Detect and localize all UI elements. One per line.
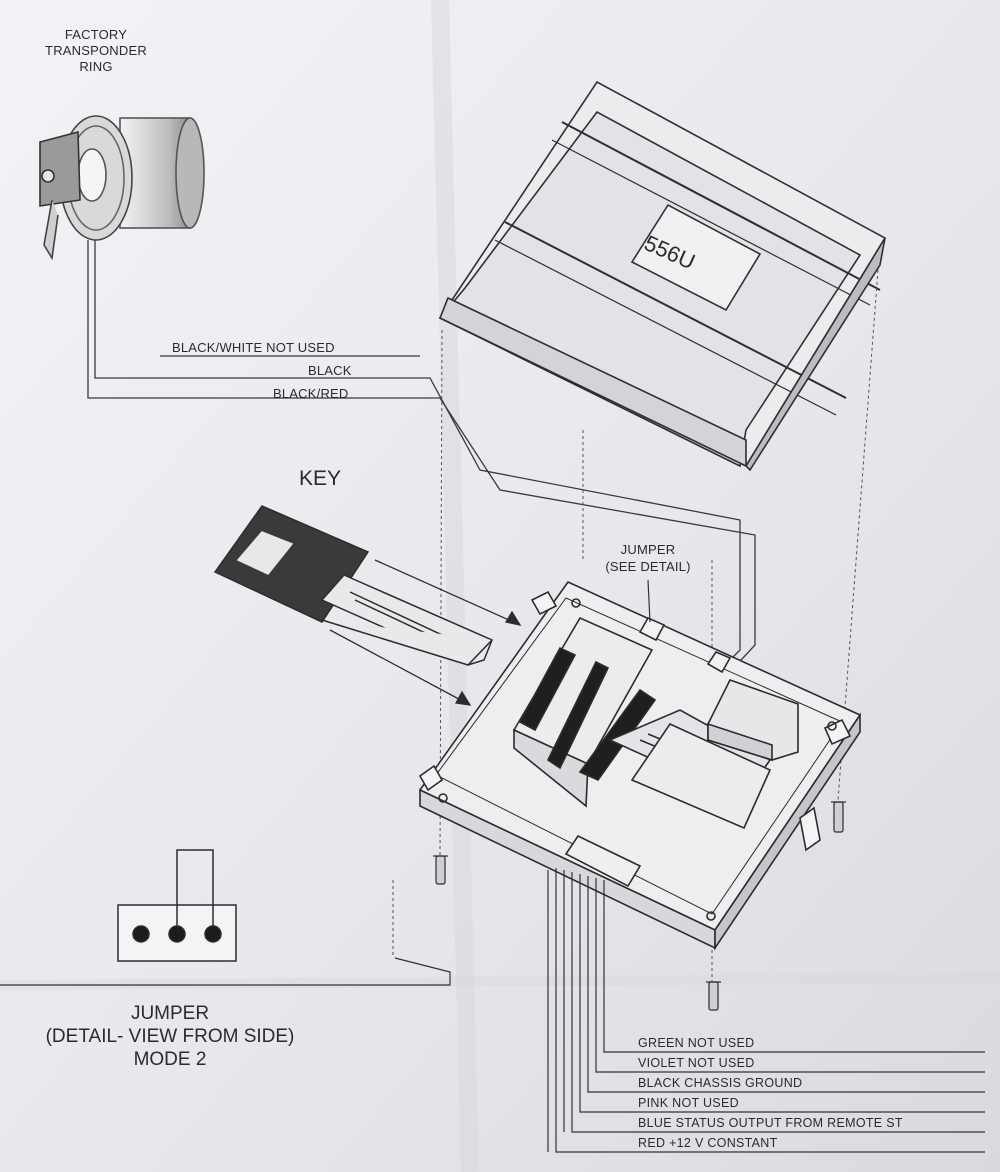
jumper-detail-illustration	[117, 849, 237, 962]
harness-label-pink: PINK NOT USED	[638, 1096, 739, 1110]
ring-wire-label-black-red: BLACK/RED	[273, 386, 349, 401]
mounting-screws	[433, 801, 846, 1011]
harness-label-violet: VIOLET NOT USED	[638, 1056, 755, 1070]
jumper-detail-caption: JUMPER (DETAIL- VIEW FROM SIDE) MODE 2	[0, 1004, 340, 1069]
harness-label-green: GREEN NOT USED	[638, 1036, 755, 1050]
transponder-label-line1: FACTORY	[64, 27, 128, 42]
paper-fold	[431, 0, 479, 1172]
jumper-leader-line	[647, 579, 651, 623]
key-illustration	[213, 505, 493, 666]
jumper-detail-line2: (DETAIL- VIEW FROM SIDE)	[45, 1026, 295, 1047]
harness-label-black: BLACK CHASSIS GROUND	[638, 1076, 803, 1090]
module-board	[418, 580, 862, 951]
jumper-detail-line1: JUMPER	[130, 1003, 210, 1024]
ring-wire-lines	[87, 240, 756, 673]
transponder-label-line2: TRANSPONDER	[45, 43, 147, 58]
insert-arrows	[329, 559, 522, 706]
harness-wire-lines	[547, 868, 985, 1153]
transponder-ring-illustration	[39, 115, 205, 261]
key-label: KEY	[299, 467, 342, 490]
jumper-detail-line3: MODE 2	[133, 1049, 207, 1070]
transponder-label: FACTORY TRANSPONDER RING	[36, 28, 156, 73]
ring-wire-label-black: BLACK	[308, 363, 352, 378]
jumper-callout-line2: (SEE DETAIL)	[605, 559, 691, 574]
jumper-callout: JUMPER (SEE DETAIL)	[593, 543, 703, 573]
paper-fold-horizontal	[0, 973, 1000, 990]
harness-label-blue: BLUE STATUS OUTPUT FROM REMOTE ST	[638, 1116, 903, 1130]
harness-label-red: RED +12 V CONSTANT	[638, 1136, 778, 1150]
ring-wire-label-black-white: BLACK/WHITE NOT USED	[172, 340, 335, 355]
module-cover	[438, 80, 887, 472]
detail-divider-line	[0, 957, 451, 986]
jumper-callout-line1: JUMPER	[620, 542, 676, 557]
transponder-label-line3: RING	[79, 59, 113, 74]
